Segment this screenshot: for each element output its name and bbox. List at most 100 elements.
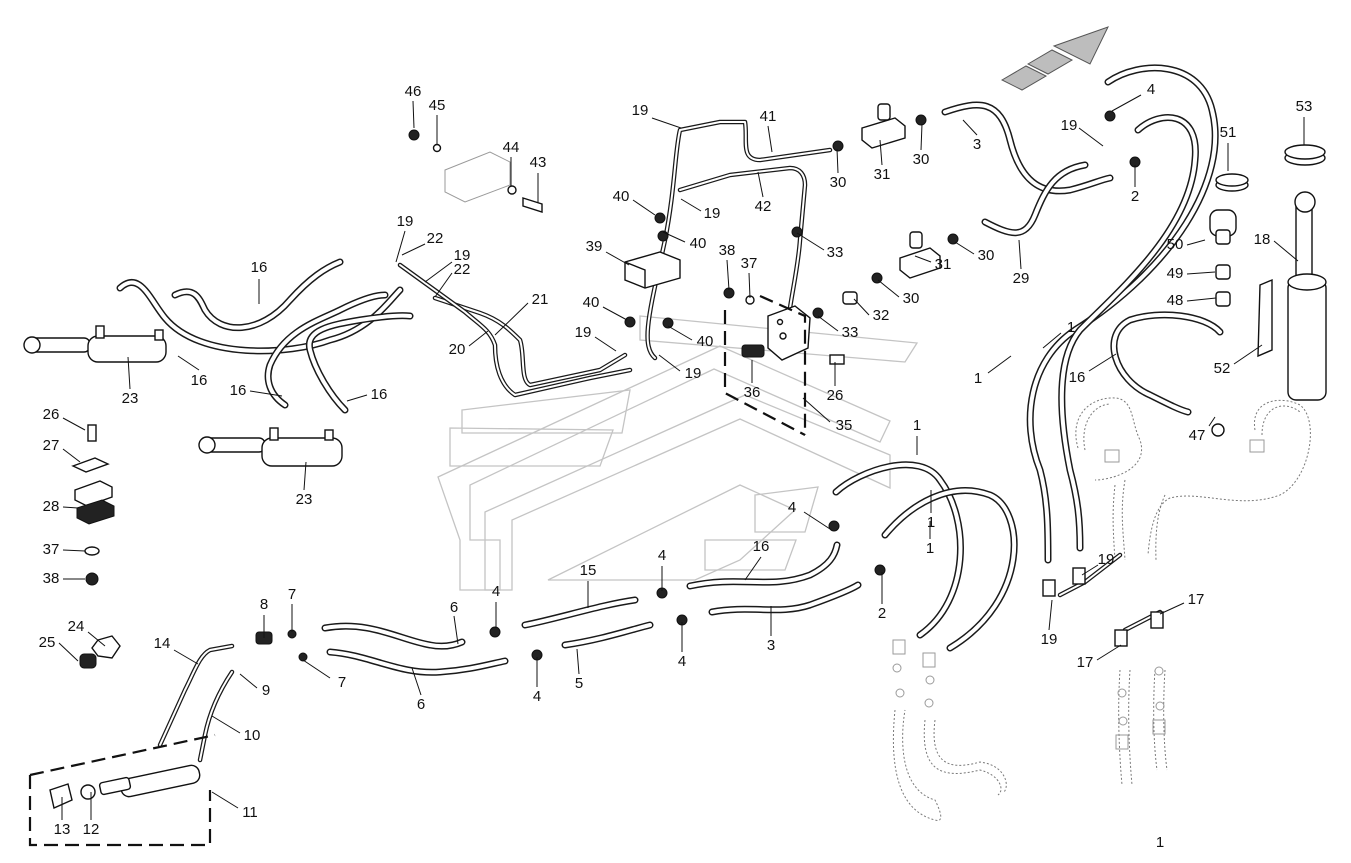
clamp-parts	[71, 424, 121, 669]
valve-31	[861, 103, 941, 279]
part-number-label: 19	[1041, 631, 1058, 648]
part-number-label: 26	[43, 406, 60, 423]
leader-line	[1042, 332, 1062, 349]
leader-line	[87, 631, 106, 647]
part-number-label: 1	[913, 417, 921, 434]
leader-line	[667, 325, 693, 341]
leader-line	[1186, 239, 1206, 246]
leader-line	[211, 791, 239, 809]
leader-line	[987, 355, 1012, 374]
leader-line	[680, 198, 702, 212]
leader-line	[173, 649, 199, 665]
leader-line	[395, 230, 406, 263]
leader-line	[658, 354, 681, 372]
part-number-label: 3	[973, 136, 981, 153]
part-number-label: 17	[1188, 591, 1205, 608]
part-number-label: 40	[697, 333, 714, 350]
part-number-label: 48	[1167, 292, 1184, 309]
leader-line	[62, 549, 86, 552]
callout-leaders	[58, 94, 1305, 820]
valve-block-36	[741, 305, 811, 361]
valve-block-39	[624, 251, 681, 289]
hose-3-upper	[941, 101, 1114, 237]
leader-line	[802, 397, 831, 423]
cylinder-11	[49, 764, 201, 809]
part-number-label: 19	[1098, 551, 1115, 568]
leader-line	[757, 171, 764, 198]
parts-48-53	[1209, 144, 1326, 307]
part-number-label: 40	[613, 188, 630, 205]
leader-line	[468, 330, 489, 347]
leader-line	[1159, 602, 1185, 615]
leader-line	[954, 241, 975, 255]
part-number-label: 8	[260, 596, 268, 613]
leader-line	[877, 279, 900, 298]
part-number-label: 30	[913, 151, 930, 168]
part-number-label: 10	[244, 727, 261, 744]
part-number-label: 1	[926, 540, 934, 557]
part-number-label: 38	[43, 570, 60, 587]
part-number-label: 40	[690, 235, 707, 252]
leader-line	[211, 715, 241, 734]
part-number-label: 30	[903, 290, 920, 307]
part-number-label: 16	[191, 372, 208, 389]
part-number-label: 51	[1220, 124, 1237, 141]
leader-line	[744, 556, 762, 581]
leader-line	[1096, 644, 1122, 661]
leader-line	[632, 199, 656, 216]
leader-line	[594, 336, 617, 352]
leader-line	[239, 673, 258, 689]
leader-line	[302, 659, 331, 679]
part-number-label: 11	[242, 804, 258, 821]
part-number-label: 19	[685, 365, 702, 382]
leader-line	[1186, 297, 1217, 302]
leader-line	[494, 302, 529, 336]
leader-line	[1081, 564, 1099, 576]
part-number-label: 19	[632, 102, 649, 119]
part-number-label: 7	[288, 586, 296, 603]
cylinder-23-upper	[23, 325, 167, 363]
part-number-label: 37	[43, 541, 60, 558]
part-number-label: 45	[429, 97, 446, 114]
part-number-label: 40	[583, 294, 600, 311]
leader-line	[1048, 599, 1053, 631]
leader-line	[651, 117, 682, 129]
part-number-label: 6	[450, 599, 458, 616]
assembly-boundary-35	[723, 294, 807, 436]
leader-line	[1111, 94, 1142, 112]
leader-line	[1088, 353, 1117, 372]
leader-line	[726, 259, 730, 291]
part-number-label: 47	[1189, 427, 1206, 444]
part-number-label: 26	[827, 387, 844, 404]
part-number-label: 5	[575, 675, 583, 692]
part-number-label: 4	[788, 499, 796, 516]
part-number-label: 4	[1147, 81, 1155, 98]
part-44-block	[408, 129, 543, 213]
part-number-label: 33	[827, 244, 844, 261]
cylinder-18	[1257, 191, 1327, 401]
part-number-label: 13	[54, 821, 71, 838]
part-number-label: 38	[719, 242, 736, 259]
hoses-1	[832, 64, 1219, 652]
part-number-label: 16	[371, 386, 388, 403]
part-number-label: 4	[533, 688, 541, 705]
part-number-label: 37	[741, 255, 758, 272]
hoses-bottom	[321, 541, 862, 676]
part-number-label: 20	[449, 341, 466, 358]
part-number-label: 30	[978, 247, 995, 264]
part-number-label: 29	[1013, 270, 1030, 287]
part-number-label: 43	[530, 154, 547, 171]
optional-hoses	[892, 397, 1311, 821]
leader-line	[62, 506, 79, 509]
leader-line	[1078, 127, 1104, 147]
part-number-label: 36	[744, 384, 761, 401]
part-number-label: 16	[1069, 369, 1086, 386]
pipes	[157, 119, 1163, 763]
part-number-label: 15	[580, 562, 597, 579]
leader-line	[853, 298, 870, 316]
leader-line	[303, 461, 307, 491]
part-number-label: 23	[122, 390, 139, 407]
leader-line	[453, 615, 459, 645]
leader-line	[914, 255, 932, 263]
